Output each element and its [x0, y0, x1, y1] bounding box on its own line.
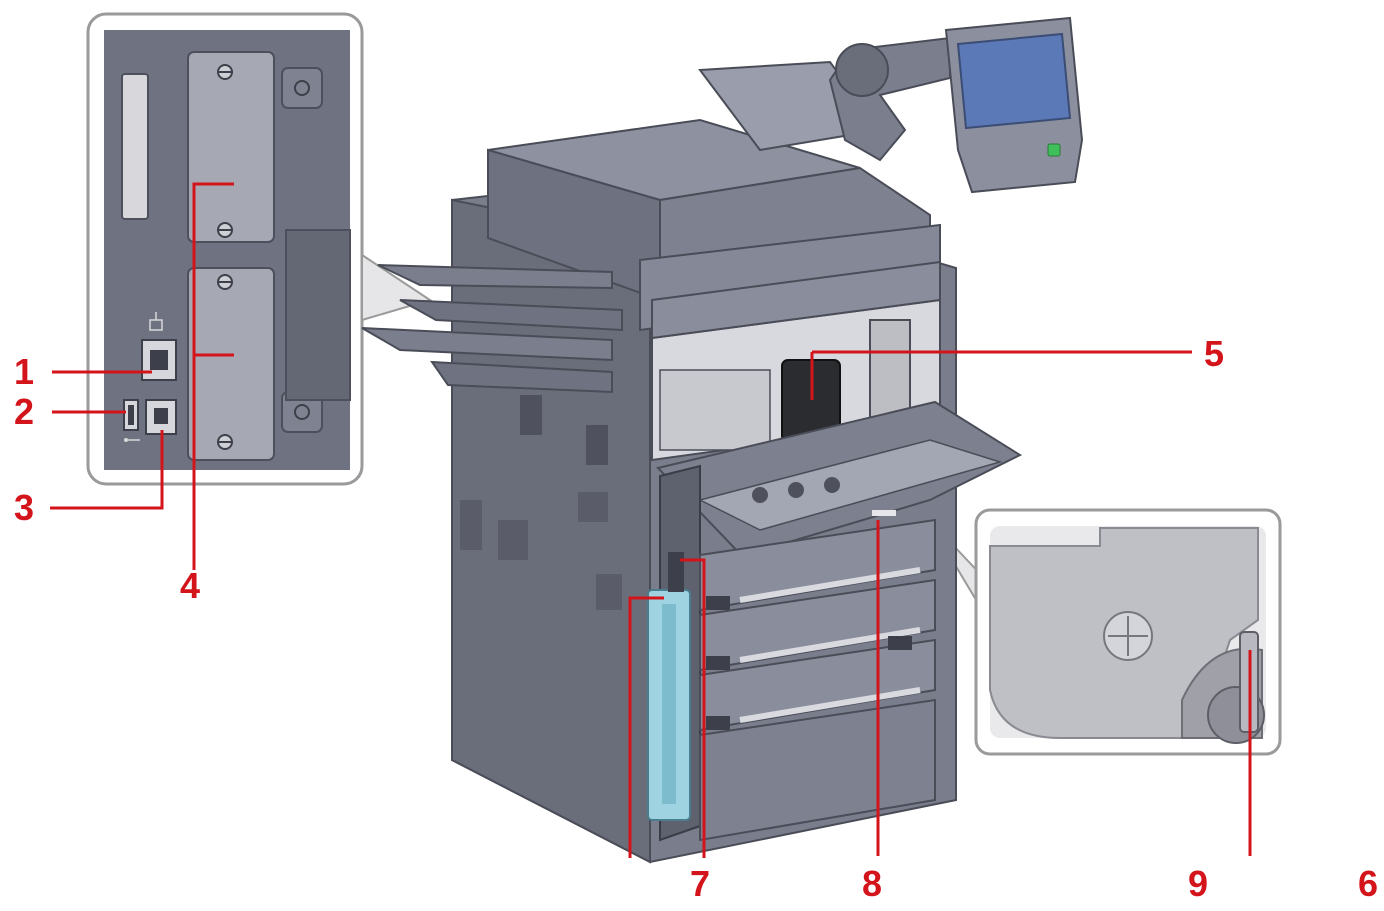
callout-9: 9 [1188, 863, 1209, 904]
callout-3: 3 [14, 487, 35, 528]
callout-1: 1 [14, 351, 35, 392]
network-icon [149, 312, 163, 331]
callout-4: 4 [180, 565, 201, 606]
leader-line-7 [680, 558, 706, 858]
detail-inset [919, 508, 1282, 756]
callout-8: 8 [862, 863, 883, 904]
interface-panel-inset [86, 12, 433, 486]
screw-icon [217, 434, 233, 450]
leader-line-6 [628, 596, 664, 858]
callout-7: 7 [690, 863, 711, 904]
screw-icon [217, 222, 233, 238]
screw-icon [217, 274, 233, 290]
usb-icon [124, 438, 140, 442]
leader-line-3 [50, 430, 164, 510]
mfp-illustration [361, 16, 1084, 864]
callout-6: 6 [1358, 863, 1379, 904]
callout-2: 2 [14, 391, 35, 432]
screw-icon [217, 64, 233, 80]
leader-lines [50, 182, 1252, 858]
callout-5: 5 [1204, 333, 1225, 374]
